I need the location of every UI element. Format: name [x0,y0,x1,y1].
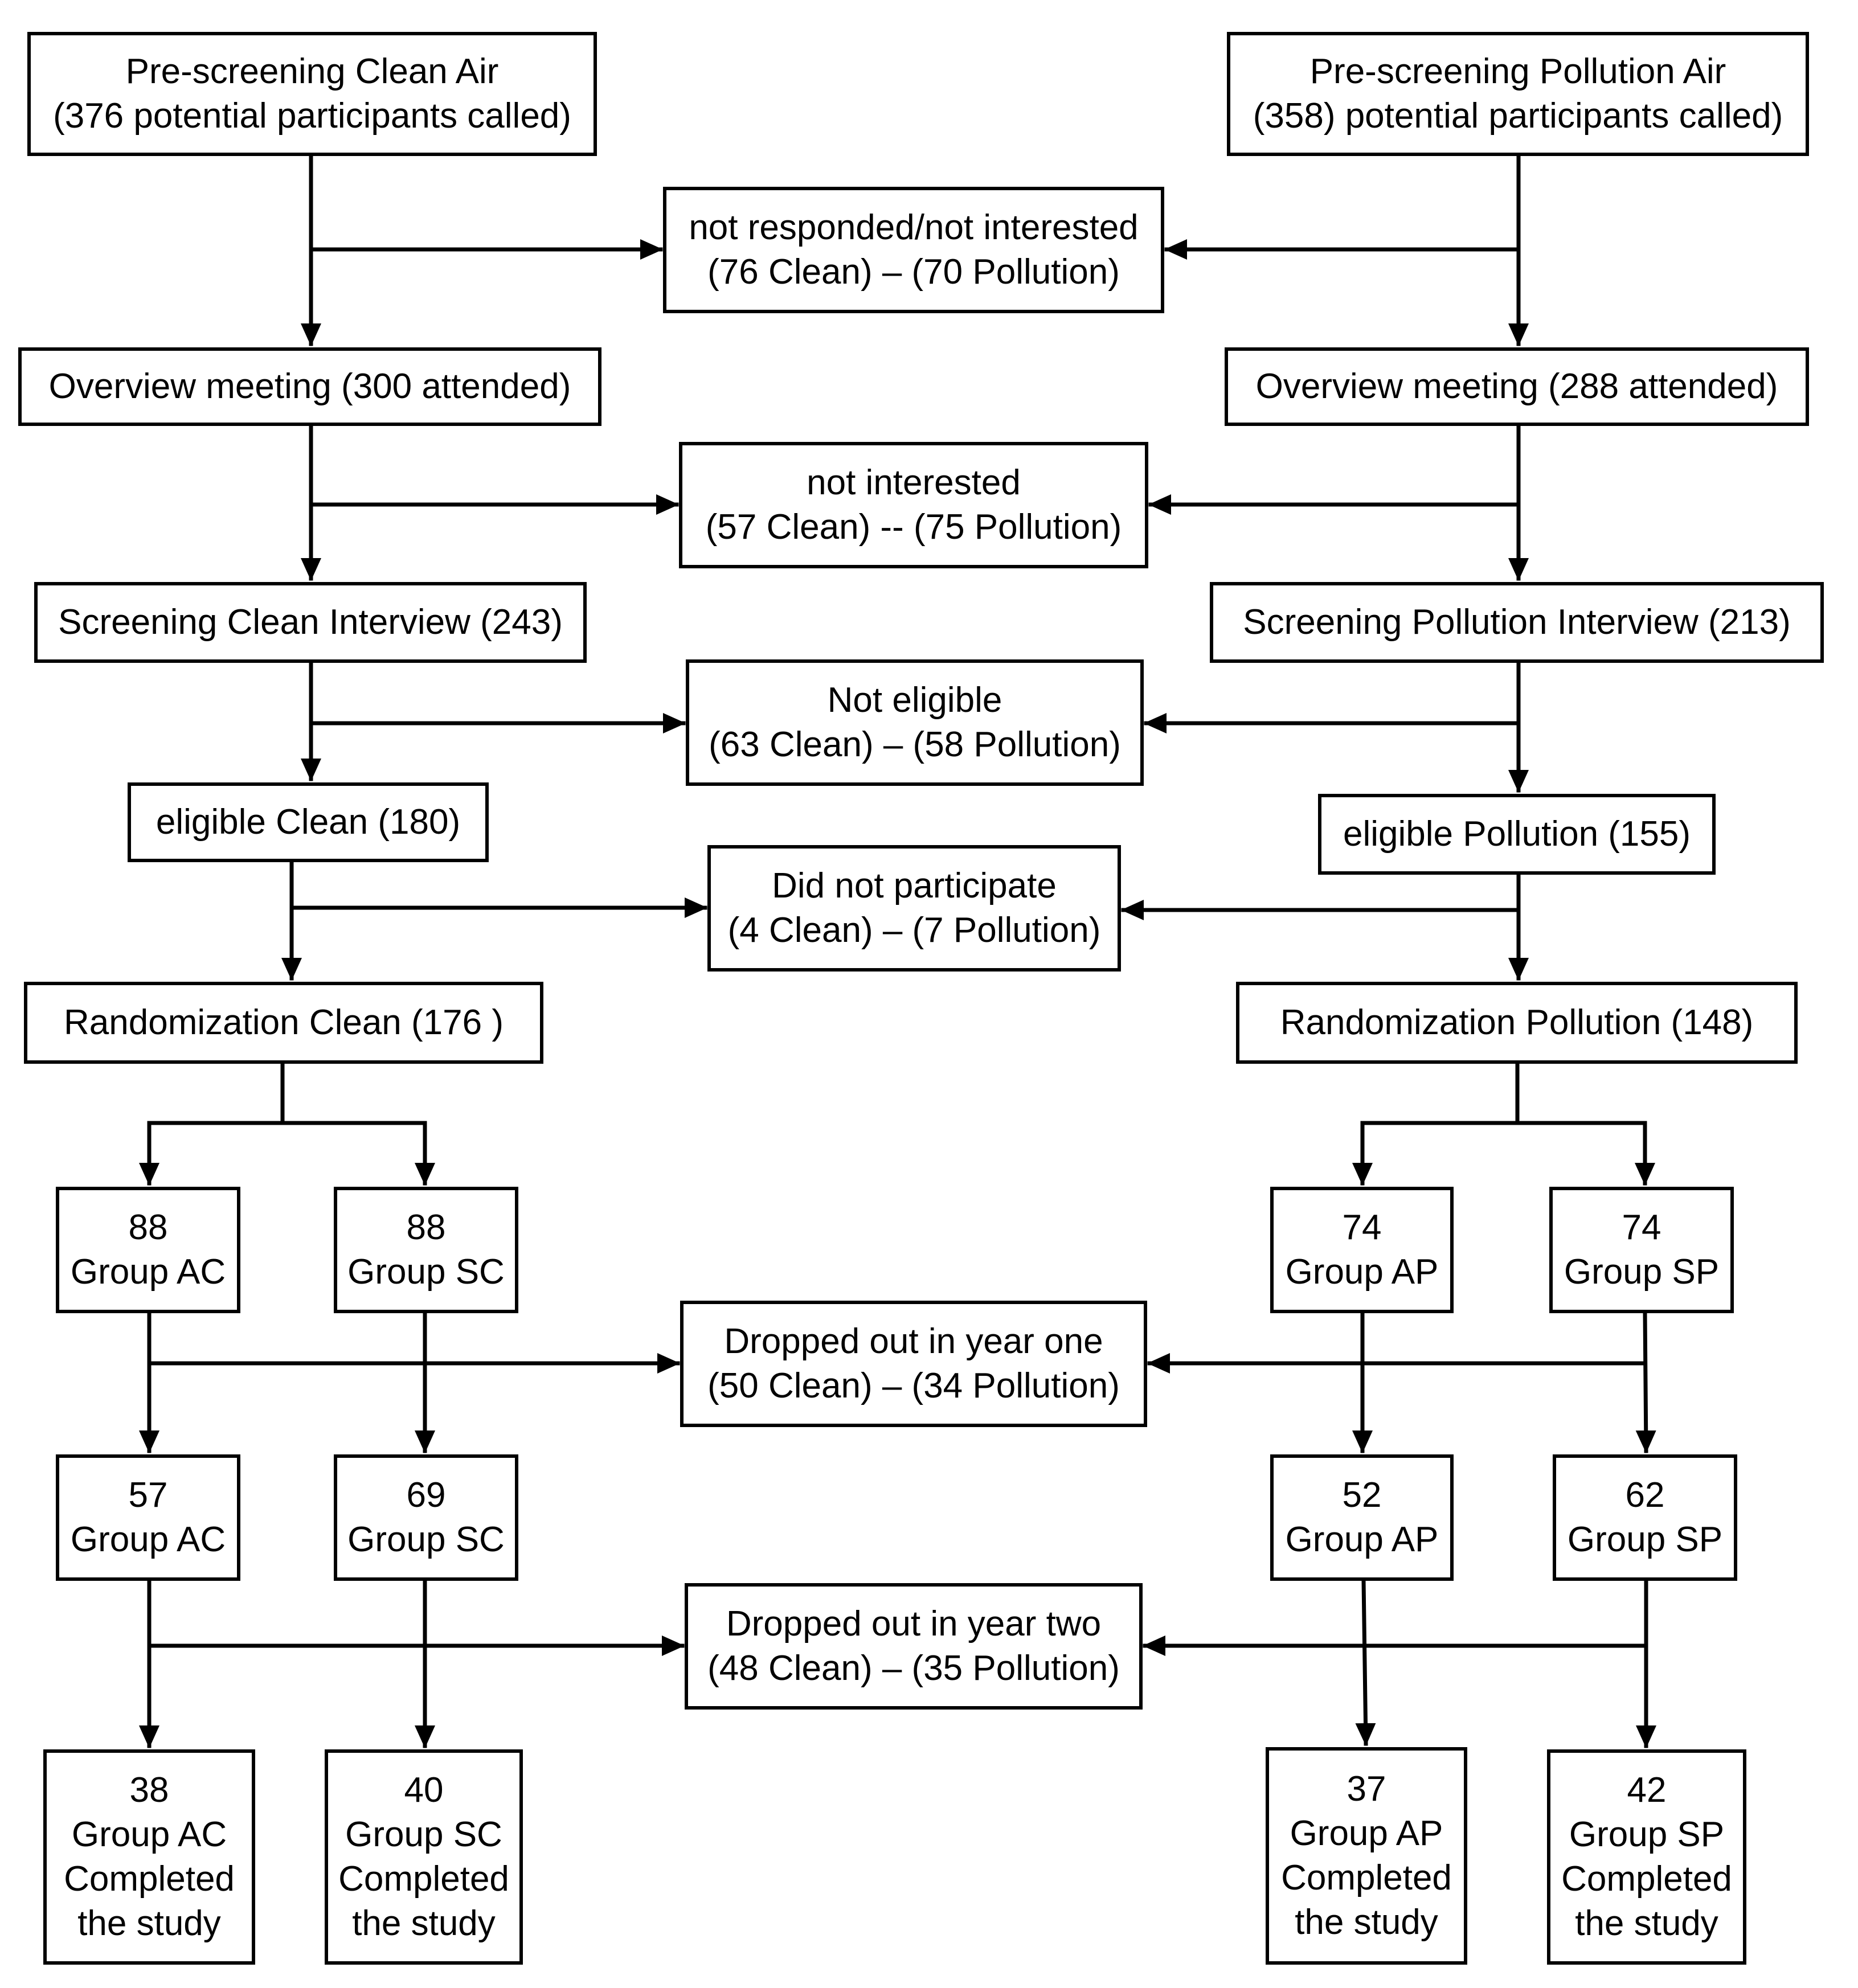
box-text-line: 52 [1342,1475,1382,1515]
box-text-line: Group AC [70,1520,226,1559]
not-responded-box: not responded/not interested (76 Clean) … [663,187,1164,313]
group-ap-year-one-box: 52 Group AP [1270,1454,1454,1581]
box-text-line: Group AC [70,1252,226,1292]
box-text-line: Randomization Clean (176 ) [64,1003,504,1042]
group-ac-completed-box: 38 Group AC Completed the study [43,1749,255,1965]
group-ap-completed-box: 37 Group AP Completed the study [1266,1747,1467,1965]
screening-clean-box: Screening Clean Interview (243) [34,582,587,663]
box-text-line: (4 Clean) – (7 Pollution) [727,911,1101,950]
box-text-line: Pre-screening Pollution Air [1309,52,1726,91]
connector-arrow [1635,1311,1656,1453]
box-text-line: Screening Pollution Interview (213) [1243,602,1791,642]
prescreening-clean-box: Pre-screening Clean Air (376 potential p… [27,32,597,156]
box-text-line: eligible Clean (180) [155,802,461,842]
box-text-line: Completed [1281,1858,1452,1897]
box-text-line: 57 [128,1475,168,1515]
box-text-line: Overview meeting (300 attended) [48,367,571,406]
box-text-line: 74 [1622,1208,1661,1247]
box-text-line: the study [1575,1904,1718,1943]
group-sp-start-box: 74 Group SP [1549,1187,1734,1313]
group-ac-start-box: 88 Group AC [56,1187,240,1313]
eligible-pollution-box: eligible Pollution (155) [1318,794,1716,875]
dropped-year-one-box: Dropped out in year one (50 Clean) – (34… [680,1301,1147,1427]
box-text-line: Group AP [1285,1520,1439,1559]
box-text-line: the study [77,1904,221,1943]
randomization-pollution-box: Randomization Pollution (148) [1236,982,1798,1064]
box-text-line: (48 Clean) – (35 Pollution) [707,1649,1120,1688]
box-text-line: not interested [807,463,1021,502]
box-text-line: (76 Clean) – (70 Pollution) [707,252,1120,292]
box-text-line: 88 [406,1208,446,1247]
box-text-line: Group SC [347,1252,505,1292]
box-text-line: 69 [406,1475,446,1515]
not-interested-box: not interested (57 Clean) -- (75 Polluti… [679,442,1148,568]
box-text-line: not responded/not interested [689,208,1139,247]
box-text-line: Group AP [1285,1252,1439,1292]
box-text-line: (376 potential participants called) [53,96,571,136]
box-text-line: Group SP [1569,1815,1725,1854]
group-sc-year-one-box: 69 Group SC [334,1454,518,1581]
box-text-line: Dropped out in year two [726,1604,1102,1643]
group-ac-year-one-box: 57 Group AC [56,1454,240,1581]
connector-arrow [1355,1579,1376,1746]
box-text-line: (57 Clean) -- (75 Pollution) [705,507,1122,547]
box-text-line: Completed [338,1859,509,1899]
box-text-line: 38 [129,1770,169,1810]
eligible-clean-box: eligible Clean (180) [128,782,489,862]
not-eligible-box: Not eligible (63 Clean) – (58 Pollution) [686,659,1144,786]
box-text-line: the study [1295,1903,1438,1942]
box-text-line: Completed [1561,1859,1732,1899]
box-text-line: 37 [1347,1769,1386,1809]
box-text-line: 62 [1625,1475,1665,1515]
group-sc-start-box: 88 Group SC [334,1187,518,1313]
box-text-line: (358) potential participants called) [1253,96,1783,136]
box-text-line: Dropped out in year one [724,1322,1103,1361]
box-text-line: 42 [1627,1770,1667,1810]
box-text-line: (50 Clean) – (34 Pollution) [707,1366,1120,1405]
box-text-line: the study [352,1904,496,1943]
box-text-line: Pre-screening Clean Air [125,52,499,91]
box-text-line: Group SC [345,1815,502,1854]
group-sp-completed-box: 42 Group SP Completed the study [1547,1749,1746,1965]
overview-meeting-clean-box: Overview meeting (300 attended) [18,347,601,426]
group-sp-year-one-box: 62 Group SP [1553,1454,1737,1581]
screening-pollution-box: Screening Pollution Interview (213) [1210,582,1824,663]
box-text-line: Not eligible [827,681,1002,720]
box-text-line: 88 [128,1208,168,1247]
dropped-year-two-box: Dropped out in year two (48 Clean) – (35… [685,1583,1143,1710]
box-text-line: 74 [1342,1208,1382,1247]
box-text-line: (63 Clean) – (58 Pollution) [709,725,1121,764]
box-text-line: eligible Pollution (155) [1343,814,1691,854]
randomization-clean-box: Randomization Clean (176 ) [24,982,543,1064]
box-text-line: 40 [404,1770,444,1810]
prescreening-pollution-box: Pre-screening Pollution Air (358) potent… [1227,32,1809,156]
box-text-line: Group AC [71,1815,227,1854]
box-text-line: Completed [64,1859,235,1899]
group-ap-start-box: 74 Group AP [1270,1187,1454,1313]
box-text-line: Did not participate [772,866,1057,905]
group-sc-completed-box: 40 Group SC Completed the study [325,1749,523,1965]
box-text-line: Screening Clean Interview (243) [58,602,563,642]
overview-meeting-pollution-box: Overview meeting (288 attended) [1225,347,1809,426]
box-text-line: Group AP [1290,1814,1443,1853]
box-text-line: Group SP [1567,1520,1723,1559]
box-text-line: Overview meeting (288 attended) [1255,367,1778,406]
box-text-line: Randomization Pollution (148) [1280,1003,1754,1042]
box-text-line: Group SP [1564,1252,1720,1292]
did-not-participate-box: Did not participate (4 Clean) – (7 Pollu… [707,845,1121,972]
box-text-line: Group SC [347,1520,505,1559]
